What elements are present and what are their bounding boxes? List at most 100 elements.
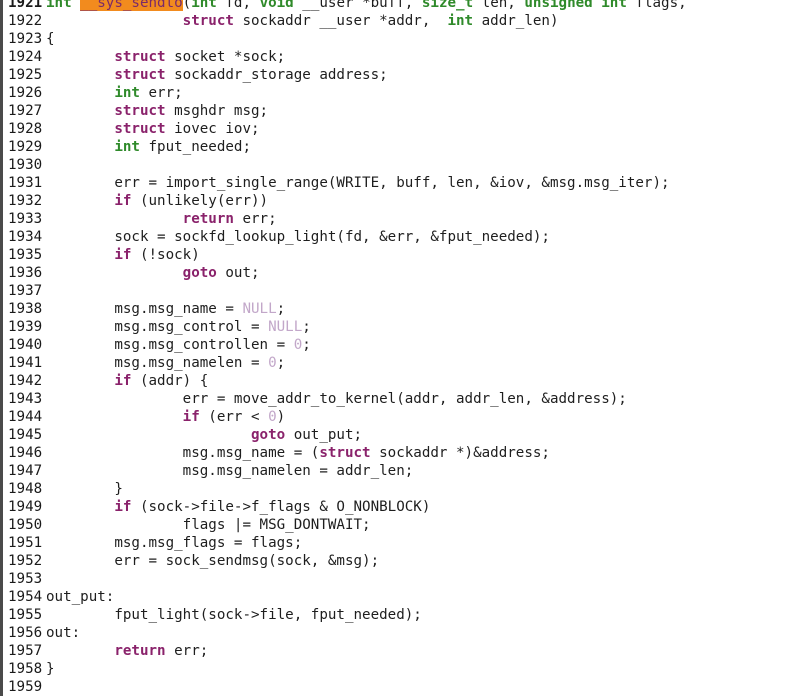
code-token: msg.msg_control = <box>46 319 269 335</box>
code-text[interactable]: msg.msg_name = (struct sockaddr *)&addre… <box>46 444 550 462</box>
code-text[interactable]: err = move_addr_to_kernel(addr, addr_len… <box>46 390 627 408</box>
line-number: 1946 <box>0 444 42 462</box>
code-token: msghdr msg; <box>165 103 269 119</box>
code-token: err = import_single_range(WRITE, buff, l… <box>46 175 670 191</box>
code-line[interactable]: 1942 if (addr) { <box>0 372 802 390</box>
code-text[interactable]: sock = sockfd_lookup_light(fd, &err, &fp… <box>46 228 550 246</box>
code-line[interactable]: 1934 sock = sockfd_lookup_light(fd, &err… <box>0 228 802 246</box>
code-text[interactable]: return err; <box>46 642 208 660</box>
code-token: if <box>114 373 132 389</box>
code-text[interactable]: err = import_single_range(WRITE, buff, l… <box>46 174 670 192</box>
code-line[interactable]: 1927 struct msghdr msg; <box>0 102 802 120</box>
code-text[interactable]: struct sockaddr __user *addr, int addr_l… <box>46 12 559 30</box>
code-line[interactable]: 1938 msg.msg_name = NULL; <box>0 300 802 318</box>
code-text[interactable]: msg.msg_namelen = addr_len; <box>46 462 414 480</box>
code-token <box>46 373 114 389</box>
line-number: 1948 <box>0 480 42 498</box>
code-text[interactable]: struct socket *sock; <box>46 48 285 66</box>
code-line[interactable]: 1931 err = import_single_range(WRITE, bu… <box>0 174 802 192</box>
code-line[interactable]: 1936 goto out; <box>0 264 802 282</box>
code-text[interactable]: fput_light(sock->file, fput_needed); <box>46 606 422 624</box>
code-line[interactable]: 1940 msg.msg_controllen = 0; <box>0 336 802 354</box>
code-text[interactable]: { <box>46 30 55 48</box>
code-text[interactable]: if (unlikely(err)) <box>46 192 268 210</box>
code-text[interactable]: } <box>46 660 55 678</box>
code-text[interactable]: struct msghdr msg; <box>46 102 268 120</box>
code-line[interactable]: 1939 msg.msg_control = NULL; <box>0 318 802 336</box>
code-line[interactable]: 1958} <box>0 660 802 678</box>
code-line[interactable]: 1922 struct sockaddr __user *addr, int a… <box>0 12 802 30</box>
code-line[interactable]: 1926 int err; <box>0 84 802 102</box>
code-line[interactable]: 1959 <box>0 678 802 696</box>
line-number: 1959 <box>0 678 42 696</box>
code-text[interactable]: msg.msg_namelen = 0; <box>46 354 285 372</box>
code-line[interactable]: 1953 <box>0 570 802 588</box>
code-line[interactable]: 1941 msg.msg_namelen = 0; <box>0 354 802 372</box>
code-text[interactable]: err = sock_sendmsg(sock, &msg); <box>46 552 379 570</box>
code-line[interactable]: 1952 err = sock_sendmsg(sock, &msg); <box>0 552 802 570</box>
code-text[interactable]: goto out; <box>46 264 260 282</box>
code-text[interactable]: if (err < 0) <box>46 408 286 426</box>
code-line[interactable]: 1929 int fput_needed; <box>0 138 802 156</box>
code-token <box>46 67 114 83</box>
code-line[interactable]: 1951 msg.msg_flags = flags; <box>0 534 802 552</box>
code-line[interactable]: 1930 <box>0 156 802 174</box>
code-token: err = sock_sendmsg(sock, &msg); <box>46 553 380 569</box>
line-number: 1952 <box>0 552 42 570</box>
code-text[interactable]: return err; <box>46 210 277 228</box>
code-token: msg.msg_controllen = <box>46 337 294 353</box>
code-line[interactable]: 1949 if (sock->file->f_flags & O_NONBLOC… <box>0 498 802 516</box>
code-line[interactable]: 1933 return err; <box>0 210 802 228</box>
code-line[interactable]: 1924 struct socket *sock; <box>0 48 802 66</box>
code-token: fput_light(sock->file, fput_needed); <box>46 607 422 623</box>
code-line[interactable]: 1925 struct sockaddr_storage address; <box>0 66 802 84</box>
line-number: 1949 <box>0 498 42 516</box>
code-line[interactable]: 1946 msg.msg_name = (struct sockaddr *)&… <box>0 444 802 462</box>
code-text[interactable]: msg.msg_control = NULL; <box>46 318 310 336</box>
code-token: out_put; <box>285 427 363 443</box>
code-token: msg.msg_flags = flags; <box>46 535 303 551</box>
code-line[interactable]: 1943 err = move_addr_to_kernel(addr, add… <box>0 390 802 408</box>
code-text[interactable]: struct sockaddr_storage address; <box>46 66 387 84</box>
code-text[interactable]: if (sock->file->f_flags & O_NONBLOCK) <box>46 498 430 516</box>
code-line[interactable]: 1928 struct iovec iov; <box>0 120 802 138</box>
code-line[interactable]: 1950 flags |= MSG_DONTWAIT; <box>0 516 802 534</box>
code-text[interactable]: out_put: <box>46 588 114 606</box>
code-line[interactable]: 1957 return err; <box>0 642 802 660</box>
line-number: 1942 <box>0 372 42 390</box>
code-text[interactable]: struct iovec iov; <box>46 120 259 138</box>
code-text[interactable]: goto out_put; <box>46 426 362 444</box>
code-text[interactable]: int __sys_sendto(int fd, void __user *bu… <box>46 0 687 12</box>
code-line[interactable]: 1935 if (!sock) <box>0 246 802 264</box>
code-text[interactable]: } <box>46 480 123 498</box>
code-line[interactable]: 1923{ <box>0 30 802 48</box>
code-token: msg.msg_namelen = addr_len; <box>46 463 414 479</box>
code-text[interactable]: out: <box>46 624 80 642</box>
code-token: 0 <box>268 355 277 371</box>
code-text[interactable]: if (!sock) <box>46 246 200 264</box>
code-token: addr_len) <box>473 13 559 29</box>
code-text[interactable]: int err; <box>46 84 182 102</box>
code-token: ; <box>302 337 311 353</box>
code-line[interactable]: 1944 if (err < 0) <box>0 408 802 426</box>
code-text[interactable]: msg.msg_controllen = 0; <box>46 336 311 354</box>
code-text[interactable]: msg.msg_name = NULL; <box>46 300 285 318</box>
code-line[interactable]: 1945 goto out_put; <box>0 426 802 444</box>
code-text[interactable]: if (addr) { <box>46 372 208 390</box>
code-text[interactable]: int fput_needed; <box>46 138 251 156</box>
code-token <box>46 643 114 659</box>
code-text[interactable]: msg.msg_flags = flags; <box>46 534 302 552</box>
code-line[interactable]: 1955 fput_light(sock->file, fput_needed)… <box>0 606 802 624</box>
code-line[interactable]: 1932 if (unlikely(err)) <box>0 192 802 210</box>
code-token: (!sock) <box>131 247 200 263</box>
code-text[interactable]: flags |= MSG_DONTWAIT; <box>46 516 371 534</box>
code-line[interactable]: 1947 msg.msg_namelen = addr_len; <box>0 462 802 480</box>
code-token: struct <box>114 121 166 137</box>
code-token: __user *buff, <box>293 0 422 11</box>
code-line[interactable]: 1948 } <box>0 480 802 498</box>
code-line[interactable]: 1937 <box>0 282 802 300</box>
